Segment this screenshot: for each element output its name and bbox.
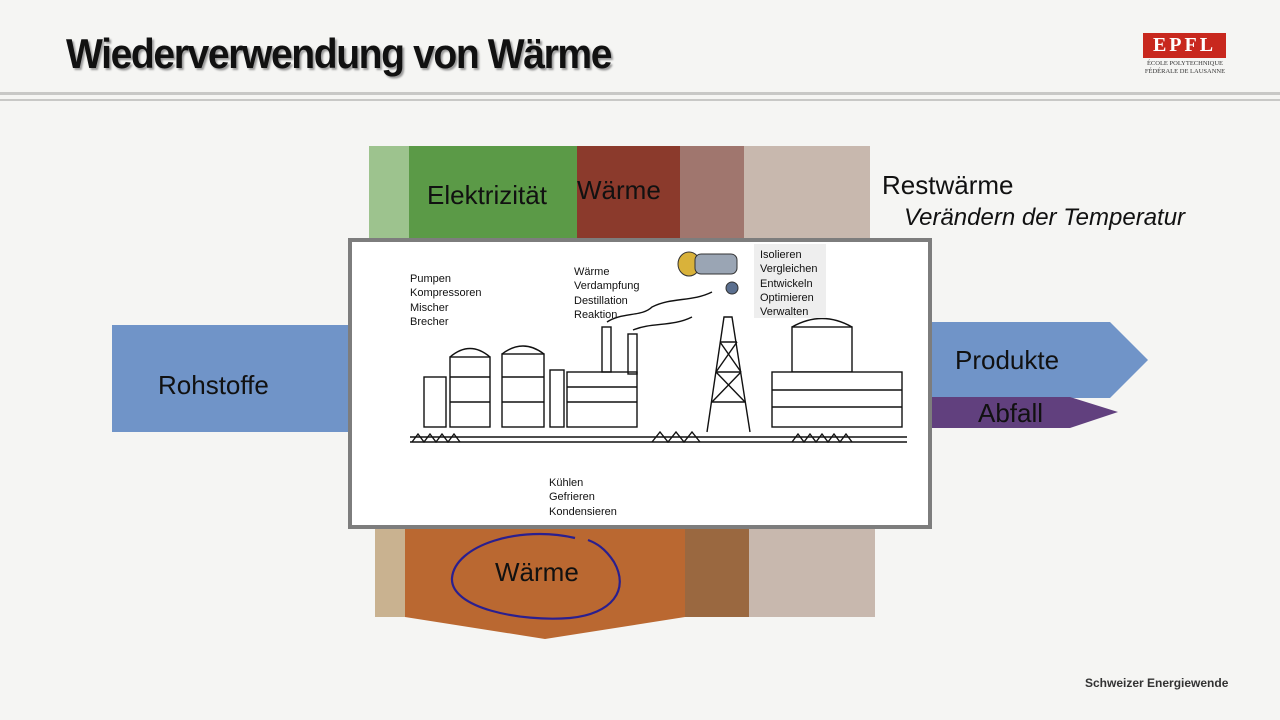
bottom-heat-arrow-tip — [405, 617, 685, 639]
label-waerme-bottom: Wärme — [495, 557, 579, 587]
label-waerme-top: Wärme — [577, 175, 661, 205]
label-produkte: Produkte — [955, 345, 1060, 375]
mgmt-op-item: Verwalten — [760, 306, 809, 319]
bottom-band-beige — [749, 525, 875, 617]
mgmt-op-item: Vergleichen — [760, 263, 818, 276]
hand-drawn-circle-annotation — [450, 532, 621, 620]
epfl-logo-line1: ÉCOLE POLYTECHNIQUE — [1146, 60, 1224, 67]
bottom-band-heat — [405, 525, 685, 617]
mech-op-item: Pumpen — [410, 273, 451, 285]
label-rohstoffe: Rohstoffe — [158, 370, 269, 400]
epfl-logo-line2: FÉDÉRALE DE LAUSANNE — [1144, 68, 1226, 75]
top-band-beige — [744, 146, 870, 238]
heat-op-item: Wärme — [574, 266, 610, 278]
header-rule-top — [0, 92, 1280, 95]
top-band-electricity — [409, 146, 577, 238]
mgmt-op-item: Optimieren — [760, 291, 814, 304]
abfall-arrow — [930, 397, 1118, 428]
footer-series-name: Schweizer Energiewende — [1085, 676, 1229, 690]
refinery-sketch — [410, 244, 907, 444]
epfl-logo-letters: EPFL — [1152, 34, 1217, 56]
bottom-band-tan — [375, 525, 405, 617]
cool-op-item: Kondensieren — [549, 505, 617, 518]
process-picture-frame: Pumpen Kompressoren Mischer Brecher Wärm… — [348, 238, 932, 529]
mech-op-item: Mischer — [410, 301, 449, 314]
header-rule-bottom — [0, 99, 1280, 101]
mgmt-op-item: Isolieren — [760, 249, 802, 261]
cool-op-item: Gefrieren — [549, 491, 595, 504]
mgmt-ops-backdrop — [754, 244, 826, 318]
label-restwaerme: Restwärme — [882, 170, 1014, 200]
mgmt-ops-list: Isolieren Vergleichen Entwickeln Optimie… — [760, 248, 818, 319]
cool-ops-list: Kühlen Gefrieren Kondensieren — [549, 476, 617, 519]
epfl-logo-box — [1143, 33, 1226, 58]
heat-op-item: Reaktion — [574, 308, 618, 321]
top-band-mauve — [680, 146, 744, 238]
mgmt-op-item: Entwickeln — [760, 277, 813, 290]
rohstoffe-arrow — [112, 325, 386, 432]
mech-op-item: Kompressoren — [410, 287, 482, 300]
cool-op-item: Kühlen — [549, 477, 584, 489]
mech-op-item: Brecher — [410, 315, 449, 328]
mech-ops-list: Pumpen Kompressoren Mischer Brecher — [410, 272, 482, 329]
epfl-logo: EPFL ÉCOLE POLYTECHNIQUE FÉDÉRALE DE LAU… — [1141, 33, 1229, 77]
heat-exchanger-icon — [677, 251, 739, 295]
label-abfall: Abfall — [978, 398, 1044, 428]
top-band-heat — [577, 146, 680, 238]
bottom-band-dark-orange — [685, 525, 749, 617]
heat-op-item: Destillation — [574, 294, 628, 307]
page-title: Wiederverwendung von Wärme — [66, 30, 612, 77]
label-elektrizitaet: Elektrizität — [427, 180, 547, 210]
produkte-arrow — [930, 322, 1148, 398]
label-restwaerme-sub: Verändern der Temperatur — [904, 204, 1186, 231]
top-band-green-light — [369, 146, 409, 238]
heat-ops-list: Wärme Verdampfung Destillation Reaktion — [574, 265, 639, 322]
heat-op-item: Verdampfung — [574, 280, 640, 293]
